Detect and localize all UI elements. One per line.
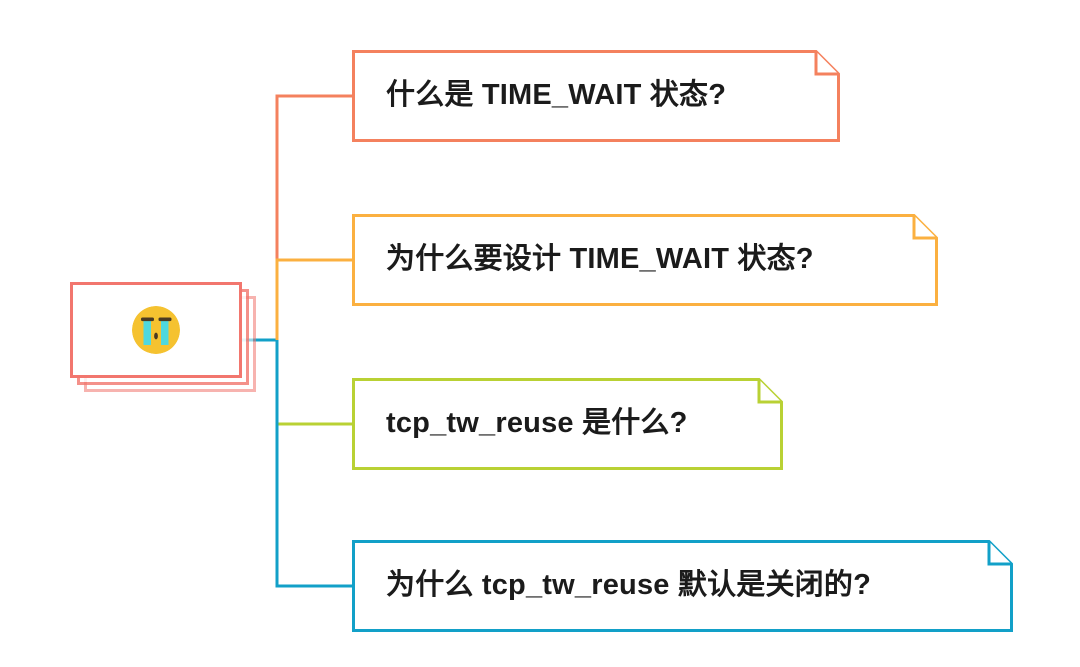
topic-box-4-label: 为什么 tcp_tw_reuse 默认是关闭的? <box>386 569 871 602</box>
topic-box-3-outline <box>352 378 783 470</box>
connector-branch-2 <box>275 258 352 340</box>
crying-face-icon <box>130 304 182 356</box>
topic-box-4-outline <box>352 540 1013 632</box>
topic-box-2[interactable]: 为什么要设计 TIME_WAIT 状态? <box>352 214 938 306</box>
topic-box-2-outline <box>352 214 938 306</box>
connector-branch-1 <box>275 94 352 340</box>
topic-box-1-outline <box>352 50 840 142</box>
topic-box-3[interactable]: tcp_tw_reuse 是什么? <box>352 378 783 470</box>
root-node[interactable] <box>70 282 256 392</box>
topic-box-2-label: 为什么要设计 TIME_WAIT 状态? <box>386 243 814 276</box>
connector-branch-3 <box>275 340 352 426</box>
topic-box-1-label: 什么是 TIME_WAIT 状态? <box>386 79 727 112</box>
topic-box-1[interactable]: 什么是 TIME_WAIT 状态? <box>352 50 840 142</box>
root-card-front[interactable] <box>70 282 242 378</box>
topic-box-4[interactable]: 为什么 tcp_tw_reuse 默认是关闭的? <box>352 540 1013 632</box>
connector-branch-4 <box>275 340 352 588</box>
topic-box-3-label: tcp_tw_reuse 是什么? <box>386 407 688 440</box>
